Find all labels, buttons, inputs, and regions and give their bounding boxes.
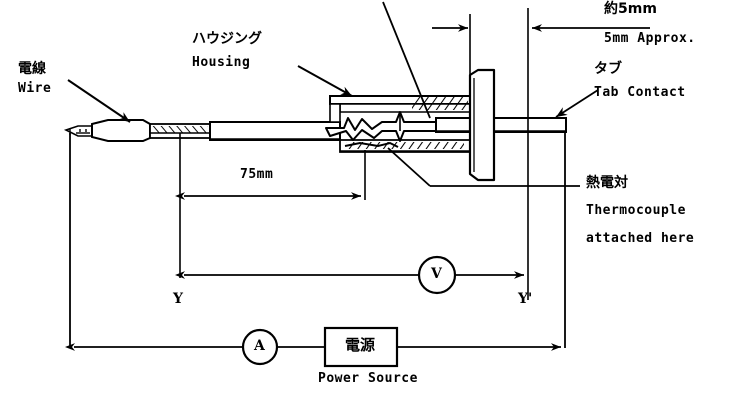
tab-contact-blade	[435, 117, 567, 133]
thermocouple-label-en-line2: attached here	[586, 231, 695, 246]
panel-flange	[468, 68, 496, 182]
approx-5mm-label-en: 5mm Approx.	[604, 31, 696, 46]
assembly-drawing	[63, 1, 650, 368]
wire-outer-jacket	[209, 121, 341, 141]
leader-line-crimp-point	[382, 1, 431, 119]
wire-label-jp: 電線	[18, 61, 46, 77]
approx-5mm-label-jp: 約5mm	[604, 1, 657, 17]
housing-retention-lance	[344, 141, 399, 148]
connector-housing-body	[329, 95, 471, 153]
thermocouple-label-jp: 熱電対	[586, 175, 628, 191]
node-label-y: Y	[173, 291, 183, 307]
leader-line-tab-contact	[555, 89, 599, 118]
tab-contact-label-jp: タブ	[594, 61, 622, 77]
leader-line-thermocouple	[387, 147, 580, 187]
current-measurement-line	[65, 326, 561, 368]
voltage-measurement-line	[175, 255, 524, 295]
power-source-label-jp: 電源	[345, 336, 376, 354]
tab-contact-label-en: Tab Contact	[594, 85, 686, 100]
housing-label-en: Housing	[192, 55, 251, 70]
node-label-y-prime: Y'	[518, 291, 533, 307]
housing-label-jp: ハウジング	[192, 31, 262, 47]
dimension-75mm-label: 75mm	[240, 167, 274, 182]
contact-spring-profile	[325, 111, 437, 142]
wire-label-en: Wire	[18, 81, 52, 96]
voltmeter-symbol: V	[431, 266, 442, 282]
leader-line-wire	[67, 79, 131, 123]
leader-line-housing	[297, 65, 353, 97]
top-gap-dimension	[432, 14, 471, 96]
thermocouple-label-en-line1: Thermocouple	[586, 203, 686, 218]
ammeter-symbol: A	[254, 338, 265, 354]
wire-crimp-barrel	[91, 119, 151, 142]
approx-5mm-dimension	[527, 8, 650, 300]
dimension-extension-lines	[69, 132, 566, 348]
power-source-label-en: Power Source	[318, 371, 418, 386]
